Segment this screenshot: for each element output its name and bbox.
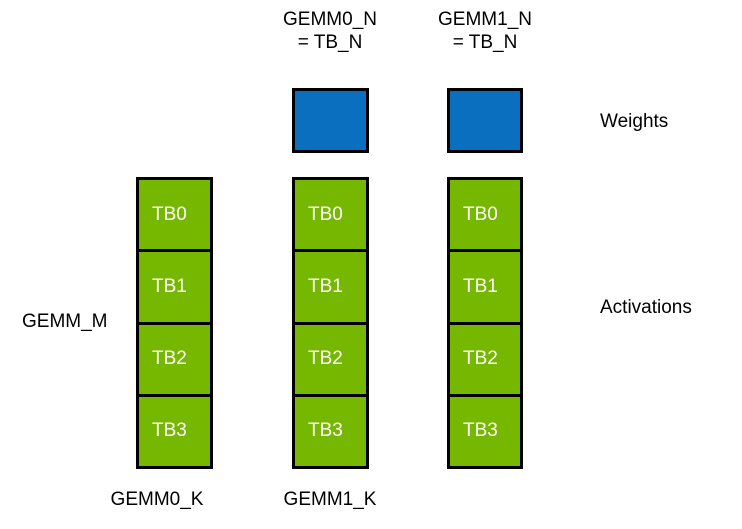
activation-cell: TB1 [292, 249, 369, 325]
activation-cell: TB0 [447, 177, 523, 253]
activation-cell: TB0 [136, 177, 213, 253]
activation-cell-label: TB2 [308, 348, 343, 370]
weight-block-gemm1 [447, 88, 523, 153]
activation-cell: TB3 [447, 393, 523, 469]
activation-cell-label: TB0 [463, 203, 498, 225]
activation-column-gemm-m: TB0 TB1 TB2 TB3 [136, 177, 213, 469]
activation-cell: TB1 [447, 249, 523, 325]
activation-cell: TB3 [136, 393, 213, 469]
activation-cell-label: TB1 [152, 275, 187, 297]
activation-cell-label: TB0 [152, 203, 187, 225]
activation-cell-label: TB1 [463, 275, 498, 297]
activation-column-gemm1: TB0 TB1 TB2 TB3 [447, 177, 523, 469]
activation-cell: TB1 [136, 249, 213, 325]
weight-block-gemm0 [292, 88, 369, 153]
activations-row-label: Activations [600, 297, 692, 318]
activation-cell-label: TB3 [308, 420, 343, 442]
gemm-m-label: GEMM_M [22, 311, 108, 332]
activation-cell: TB2 [136, 321, 213, 397]
gemm1-k-label: GEMM1_K [283, 489, 377, 510]
gemm1-n-label: GEMM1_N = TB_N [438, 9, 532, 53]
gemm0-k-label: GEMM0_K [110, 489, 204, 510]
activation-cell-label: TB1 [308, 275, 343, 297]
activation-column-gemm0: TB0 TB1 TB2 TB3 [292, 177, 369, 469]
activation-cell: TB2 [447, 321, 523, 397]
gemm0-n-label: GEMM0_N = TB_N [283, 9, 377, 53]
activation-cell-label: TB3 [463, 420, 498, 442]
activation-cell-label: TB2 [152, 348, 187, 370]
activation-cell: TB0 [292, 177, 369, 253]
weights-row-label: Weights [600, 111, 669, 132]
activation-cell-label: TB2 [463, 348, 498, 370]
activation-cell: TB3 [292, 393, 369, 469]
activation-cell-label: TB3 [152, 420, 187, 442]
activation-cell: TB2 [292, 321, 369, 397]
activation-cell-label: TB0 [308, 203, 343, 225]
